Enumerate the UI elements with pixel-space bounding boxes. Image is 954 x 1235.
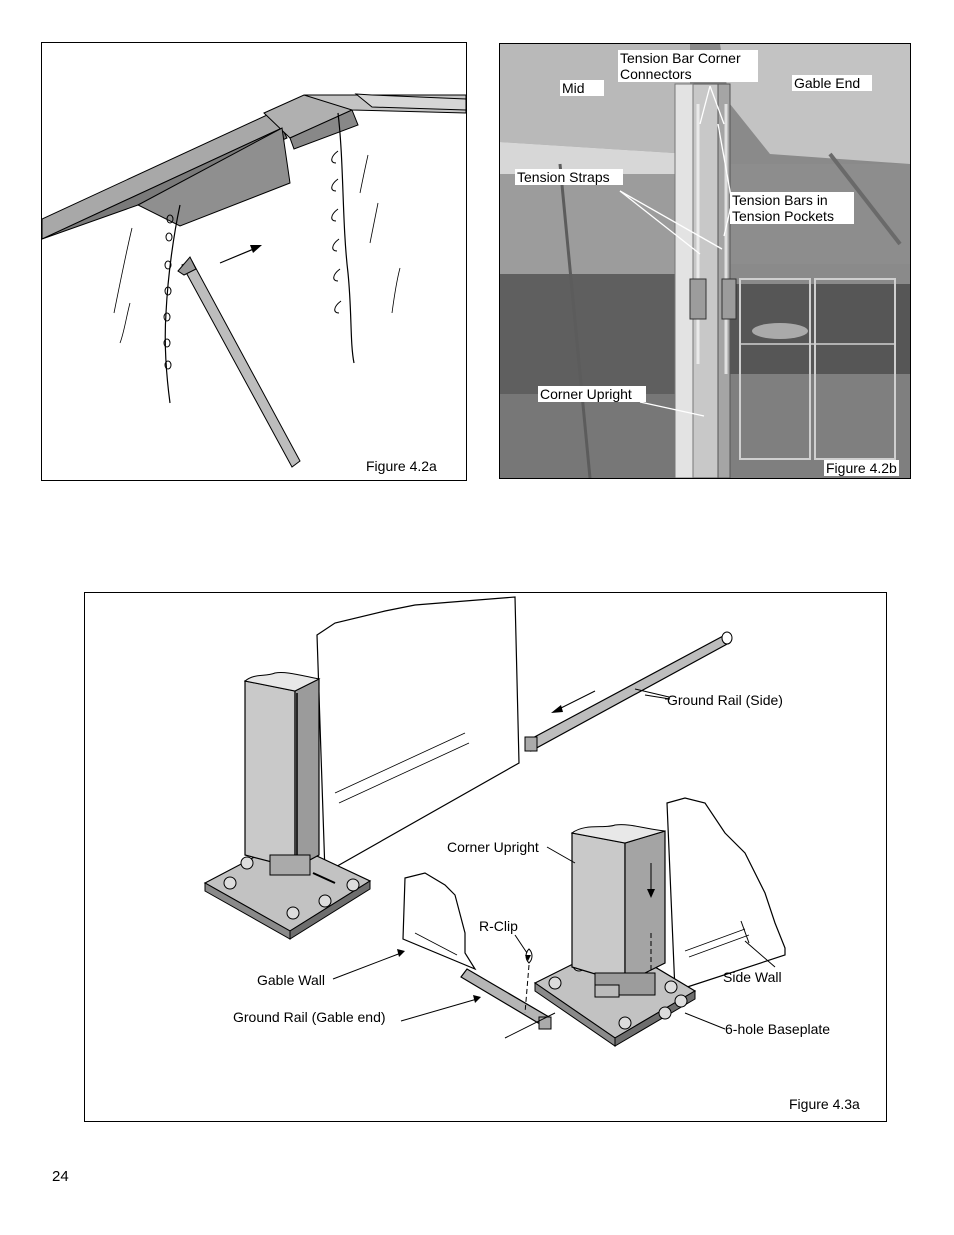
fig43a-drawing bbox=[203, 596, 786, 1047]
label-corner-upright: Corner Upright bbox=[447, 839, 539, 855]
label-side-wall: Side Wall bbox=[723, 969, 782, 985]
fig42b-photo bbox=[500, 44, 910, 478]
label-tension-straps: Tension Straps bbox=[515, 169, 623, 185]
label-baseplate: 6-hole Baseplate bbox=[725, 1021, 831, 1037]
figure-4-2a: Figure 4.2a bbox=[41, 42, 467, 481]
label-ground-rail-gable-end: Ground Rail (Gable end) bbox=[233, 1009, 386, 1025]
label-gable-end: Gable End bbox=[792, 75, 872, 91]
label-r-clip: R-Clip bbox=[479, 918, 518, 934]
label-ground-rail-side: Ground Rail (Side) bbox=[667, 692, 783, 708]
page-number: 24 bbox=[52, 1168, 69, 1185]
label-tension-bars-in-pockets: Tension Bars in Tension Pockets bbox=[730, 192, 854, 224]
label-gable-wall: Gable Wall bbox=[257, 972, 325, 988]
fig42a-drawing bbox=[42, 93, 466, 468]
figure-4-3a: Ground Rail (Side) Corner Upright R-Clip… bbox=[84, 592, 887, 1122]
label-corner-upright: Corner Upright bbox=[538, 386, 646, 402]
figure-caption: Figure 4.3a bbox=[789, 1096, 860, 1112]
figure-4-2b: Mid Tension Bar Corner Connectors Gable … bbox=[499, 43, 911, 479]
figure-caption: Figure 4.2b bbox=[824, 460, 899, 476]
label-mid: Mid bbox=[560, 80, 604, 96]
figure-caption: Figure 4.2a bbox=[366, 458, 437, 474]
label-tension-bar-corner-connectors: Tension Bar Corner Connectors bbox=[618, 50, 758, 82]
